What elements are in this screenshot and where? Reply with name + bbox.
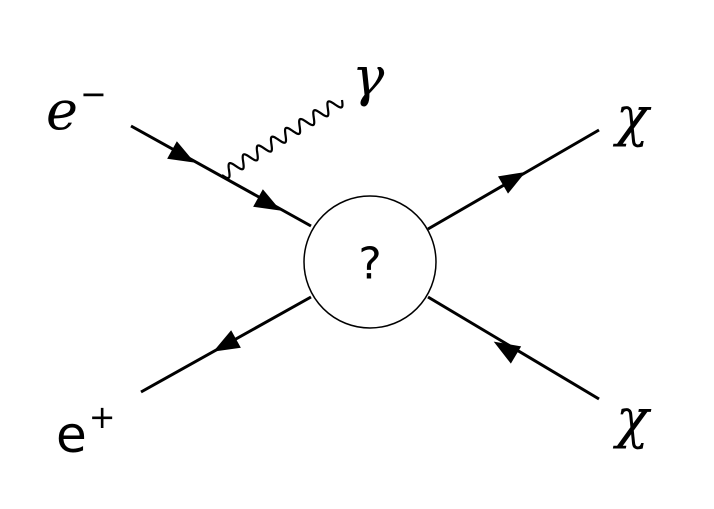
label-electron: e− [46, 78, 107, 138]
electron-line [130, 124, 312, 228]
chi-upper-arrow [498, 172, 526, 194]
interaction-blob [303, 195, 437, 329]
positron-charge: + [88, 398, 116, 436]
positron-arrow [213, 330, 241, 352]
electron-arrow-1 [167, 141, 195, 163]
label-photon: γ [352, 45, 385, 108]
chi-lower-arrow [493, 341, 522, 364]
electron-arrow-2 [253, 189, 281, 211]
electron-symbol: e [46, 79, 78, 142]
blob-question-mark: ? [358, 239, 381, 290]
electron-charge: − [79, 75, 107, 113]
label-chi-lower: χ [616, 387, 649, 450]
label-chi-upper: χ [616, 85, 649, 148]
positron-symbol: e [56, 406, 87, 464]
label-positron: e+ [56, 401, 116, 460]
photon-line [221, 99, 344, 180]
